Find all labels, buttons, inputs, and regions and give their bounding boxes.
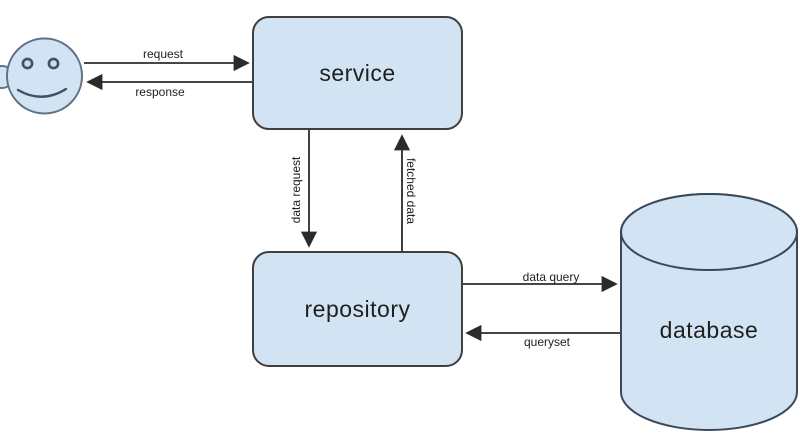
cylinder-top (620, 193, 798, 271)
left-eye-icon (21, 57, 34, 70)
service-node: service (252, 16, 463, 130)
repository-node: repository (252, 251, 463, 367)
face-circle (6, 37, 83, 115)
service-node-label: service (319, 59, 396, 86)
repository-node-label: repository (304, 295, 411, 322)
data-query-edge-label: data query (522, 270, 580, 284)
request-edge-label: request (142, 47, 184, 61)
smile-icon (16, 87, 68, 98)
response-edge-label: response (135, 85, 185, 99)
queryset-edge-label: queryset (523, 335, 571, 349)
database-node-label: database (659, 317, 759, 343)
right-eye-icon (47, 57, 60, 70)
data-request-edge-label: data request (289, 156, 303, 224)
fetched-data-edge-label: fetched data (404, 157, 418, 225)
smiley-face-user-icon (0, 37, 83, 115)
database-cylinder-icon (620, 193, 798, 431)
